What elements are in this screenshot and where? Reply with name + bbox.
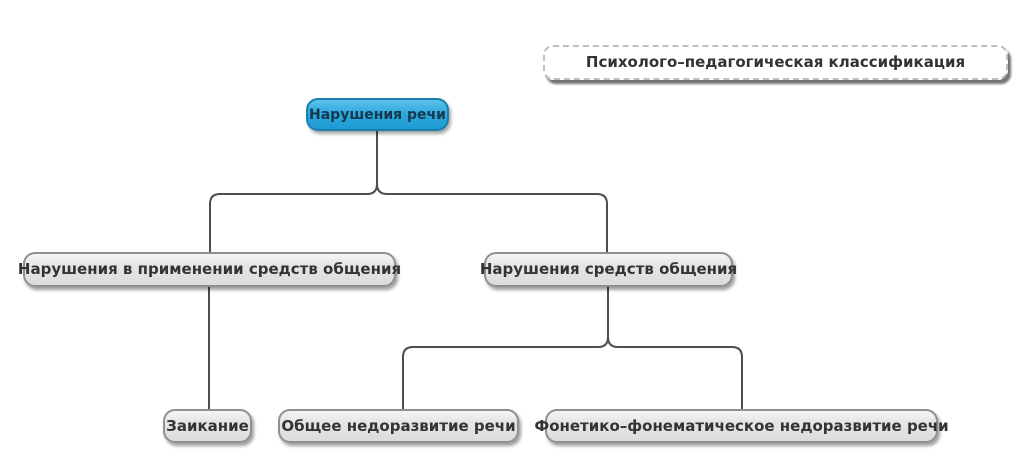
- classification-title: Психолого–педагогическая классификация: [543, 45, 1008, 80]
- node-disorders-in-use-of-communication-means: Нарушения в применении средств общения: [18, 252, 401, 287]
- node-speech-disorders: Нарушения речи: [306, 98, 449, 131]
- node-stuttering-label: Заикание: [166, 416, 249, 435]
- node-disorders-of-communication-means-label: Нарушения средств общения: [479, 260, 738, 278]
- edge-root-to-use-of-means: [209, 130, 378, 254]
- node-general-speech-underdevelopment: Общее недоразвитие речи: [278, 409, 519, 443]
- node-phonetic-phonemic-underdevelopment-label: Фонетико–фонематическое недоразвитие реч…: [534, 416, 949, 435]
- node-phonetic-phonemic-underdevelopment: Фонетико–фонематическое недоразвитие реч…: [534, 409, 949, 443]
- node-disorders-of-communication-means: Нарушения средств общения: [480, 252, 737, 287]
- classification-title-label: Психолого–педагогическая классификация: [585, 53, 966, 71]
- node-general-speech-underdevelopment-label: Общее недоразвитие речи: [281, 416, 516, 435]
- node-speech-disorders-label: Нарушения речи: [309, 106, 446, 123]
- edge-means-to-phonetic-phonemic: [607, 285, 743, 412]
- node-stuttering: Заикание: [163, 409, 252, 443]
- edge-means-to-general-underdev: [402, 285, 609, 412]
- node-disorders-in-use-of-communication-means-label: Нарушения в применении средств общения: [17, 260, 402, 278]
- edge-root-to-means: [376, 130, 608, 254]
